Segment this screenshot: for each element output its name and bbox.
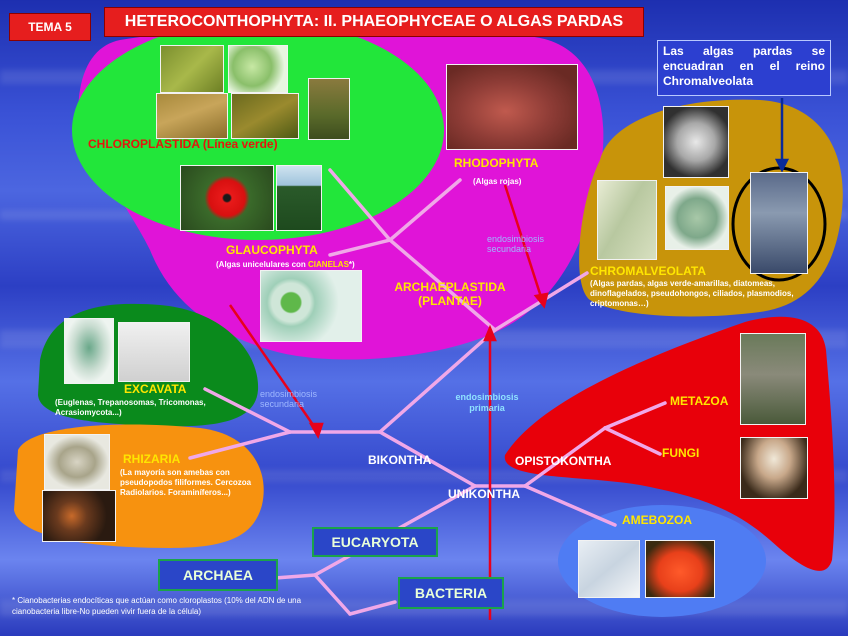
endosymbiosis-secondary-line-1: endosimbiosis bbox=[487, 234, 544, 244]
endosymbiosis-primary-label: endosimbiosis primaria bbox=[452, 392, 522, 414]
bikontha-label: BIKONTHA bbox=[368, 453, 431, 467]
conifer-photo bbox=[276, 165, 322, 231]
diatom-chain-photo bbox=[597, 180, 657, 260]
title-banner: HETEROCONTHOPHYTA: II. PHAEOPHYCEAE O AL… bbox=[104, 7, 644, 37]
tema-badge: TEMA 5 bbox=[9, 13, 91, 41]
excavata-subtitle: (Euglenas, Trepanosomas, Tricomonas, Acr… bbox=[55, 398, 245, 418]
slime-mold-plasmodium-photo bbox=[645, 540, 715, 598]
metazoa-photo bbox=[740, 333, 806, 425]
bacteria-label: BACTERIA bbox=[398, 577, 504, 609]
eucaryota-label: EUCARYOTA bbox=[312, 527, 438, 557]
chromalveolata-subtitle: (Algas pardas, algas verde-amarillas, di… bbox=[590, 279, 834, 309]
foraminifera-photo bbox=[42, 490, 116, 542]
endosymbiosis-secondary-line-2: secundaria bbox=[487, 244, 544, 254]
fern-photo bbox=[308, 78, 350, 140]
glaucophyte-photo bbox=[260, 270, 362, 342]
amoeba-photo bbox=[578, 540, 640, 598]
metazoa-label: METAZOA bbox=[670, 394, 728, 408]
unikontha-label: UNIKONTHA bbox=[448, 487, 520, 501]
archaeplastida-label: ARCHAEPLASTIDA (PLANTAE) bbox=[386, 280, 514, 308]
chromalveolata-label: CHROMALVEOLATA bbox=[590, 264, 706, 278]
glaucophyta-label: GLAUCOPHYTA bbox=[226, 243, 318, 257]
anemone-photo bbox=[180, 165, 274, 231]
red-alga-photo bbox=[446, 64, 578, 150]
fungi-photo bbox=[740, 437, 808, 499]
rhodophyta-label: RHODOPHYTA bbox=[454, 156, 538, 170]
rhizaria-label: RHIZARIA bbox=[123, 452, 180, 466]
excavata-label: EXCAVATA bbox=[124, 382, 186, 396]
endosymbiosis-secondary-line-2: secundaria bbox=[260, 399, 317, 409]
tema-label: TEMA 5 bbox=[28, 20, 72, 34]
rhodophyta-subtitle: (Algas rojas) bbox=[473, 177, 521, 187]
slime-mold-photo bbox=[118, 322, 190, 382]
rhizaria-subtitle: (La mayoría son amebas con pseudopodos f… bbox=[120, 468, 256, 498]
page-title: HETEROCONTHOPHYTA: II. PHAEOPHYCEAE O AL… bbox=[125, 13, 623, 30]
info-box: Las algas pardas se encuadran en el rein… bbox=[657, 40, 831, 96]
endosymbiosis-secondary-label: endosimbiosis secundaria bbox=[260, 389, 317, 409]
chloroplastida-label: CHLOROPLASTIDA (Línea verde) bbox=[88, 137, 278, 151]
ciliate-photo bbox=[665, 186, 729, 250]
endosymbiosis-primary-line-2: primaria bbox=[452, 403, 522, 414]
archaeplastida-line-1: ARCHAEPLASTIDA bbox=[386, 280, 514, 294]
diatom-photo bbox=[663, 106, 729, 178]
footnote: * Cianobacterias endocíticas que actúan … bbox=[12, 595, 322, 617]
endosymbiosis-secondary-line-1: endosimbiosis bbox=[260, 389, 317, 399]
rhizaria-ameba-photo bbox=[44, 434, 110, 490]
green-alga-photo bbox=[160, 45, 224, 93]
amebozoa-label: AMEBOZOA bbox=[622, 513, 692, 527]
glaucophyta-subtitle: (Algas unicelulares con CIANELAS*) bbox=[216, 260, 355, 270]
desmid-photo bbox=[228, 45, 288, 93]
endosymbiosis-secondary-label: endosimbiosis secundaria bbox=[487, 234, 544, 254]
brown-alga-photo bbox=[750, 172, 808, 274]
archaea-text: ARCHAEA bbox=[183, 567, 253, 583]
liverwort-photo bbox=[231, 93, 299, 139]
opistokontha-label: OPISTOKONTHA bbox=[515, 454, 611, 468]
archaeplastida-line-2: (PLANTAE) bbox=[386, 294, 514, 308]
moss-photo bbox=[156, 93, 228, 139]
glaucophyta-subtitle-a: (Algas unicelulares con bbox=[216, 260, 308, 269]
eucaryota-text: EUCARYOTA bbox=[331, 534, 418, 550]
archaea-label: ARCHAEA bbox=[158, 559, 278, 591]
cianelas-term: CIANELAS bbox=[308, 260, 349, 269]
info-box-text: Las algas pardas se encuadran en el rein… bbox=[663, 44, 825, 88]
glaucophyta-subtitle-c: *) bbox=[349, 260, 355, 269]
endosymbiosis-primary-line-1: endosimbiosis bbox=[452, 392, 522, 403]
euglena-photo bbox=[64, 318, 114, 384]
fungi-label: FUNGI bbox=[662, 446, 699, 460]
bacteria-text: BACTERIA bbox=[415, 585, 487, 601]
